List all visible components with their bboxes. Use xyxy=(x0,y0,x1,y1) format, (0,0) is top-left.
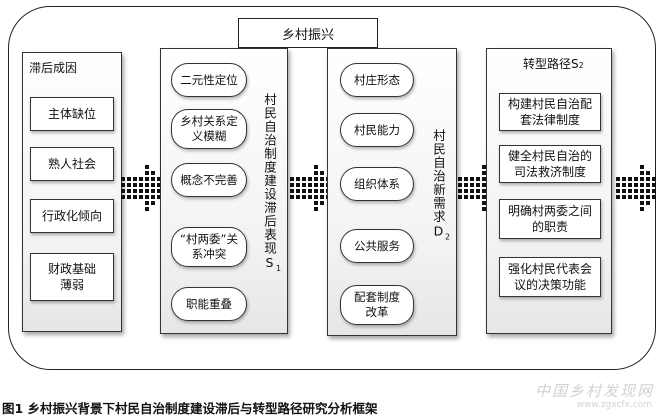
panel-manifestations: 二元性定位 乡村关系定义模糊 概念不完善 “村两委”关系冲突 职能重叠 村民自治… xyxy=(160,48,288,334)
path-item-1: 构建村民自治配套法律制度 xyxy=(499,93,601,131)
manifest-side-subscript: 1 xyxy=(276,264,282,273)
causes-heading: 滞后成因 xyxy=(29,61,78,75)
manifest-side-text: 村民自治制度建设滞后表现S xyxy=(262,93,277,271)
demand-item-2: 村民能力 xyxy=(340,113,414,147)
demand-side-subscript: 2 xyxy=(445,232,451,242)
demand-item-5: 配套制度改革 xyxy=(340,285,414,325)
demand-item-3: 组织体系 xyxy=(340,167,414,201)
path-item-4: 强化村民代表会议的决策功能 xyxy=(499,257,601,297)
site-watermark: 中国乡村发现网 xyxy=(534,382,654,400)
manifest-side-label: 村民自治制度建设滞后表现S1 xyxy=(262,93,281,275)
cause-item-4: 财政基础薄弱 xyxy=(30,253,114,301)
arrow-right-1 xyxy=(121,163,165,211)
panel-new-demands: 村庄形态 村民能力 组织体系 公共服务 配套制度改革 村民自治新需求D2 xyxy=(327,48,457,336)
manifest-item-4: “村两委”关系冲突 xyxy=(171,227,247,267)
demand-item-4: 公共服务 xyxy=(340,229,414,263)
cause-item-2: 熟人社会 xyxy=(30,147,114,181)
path-item-3: 明确村两委之间的职责 xyxy=(499,199,601,239)
manifest-item-1: 二元性定位 xyxy=(171,63,247,97)
paths-heading-subscript: 2 xyxy=(578,61,584,70)
diagram-title: 乡村振兴 xyxy=(238,18,378,48)
panel-causes: 滞后成因 主体缺位 熟人社会 行政化倾向 财政基础薄弱 xyxy=(22,52,122,332)
panel-transformation-paths: 转型路径S2 构建村民自治配套法律制度 健全村民自治的司法救济制度 明确村两委之… xyxy=(486,48,612,334)
demand-side-label: 村民自治新需求D2 xyxy=(431,129,450,244)
demand-item-1: 村庄形态 xyxy=(340,63,414,97)
path-item-2: 健全村民自治的司法救济制度 xyxy=(499,145,601,183)
manifest-item-5: 职能重叠 xyxy=(171,287,247,321)
manifest-item-3: 概念不完善 xyxy=(171,163,247,197)
demand-side-text: 村民自治新需求D xyxy=(431,129,446,240)
cause-item-3: 行政化倾向 xyxy=(30,199,114,233)
site-watermark-url: www.zgxcfx.com xyxy=(576,400,652,410)
cause-item-1: 主体缺位 xyxy=(30,97,114,131)
paths-heading: 转型路径S2 xyxy=(523,55,584,72)
figure-caption: 图1 乡村振兴背景下村民自治制度建设滞后与转型路径研究分析框架 xyxy=(2,401,378,416)
arrow-right-4 xyxy=(616,163,660,211)
framework-outer-border xyxy=(8,6,656,370)
paths-heading-text: 转型路径S xyxy=(523,57,579,71)
manifest-item-2: 乡村关系定义模糊 xyxy=(171,109,247,149)
